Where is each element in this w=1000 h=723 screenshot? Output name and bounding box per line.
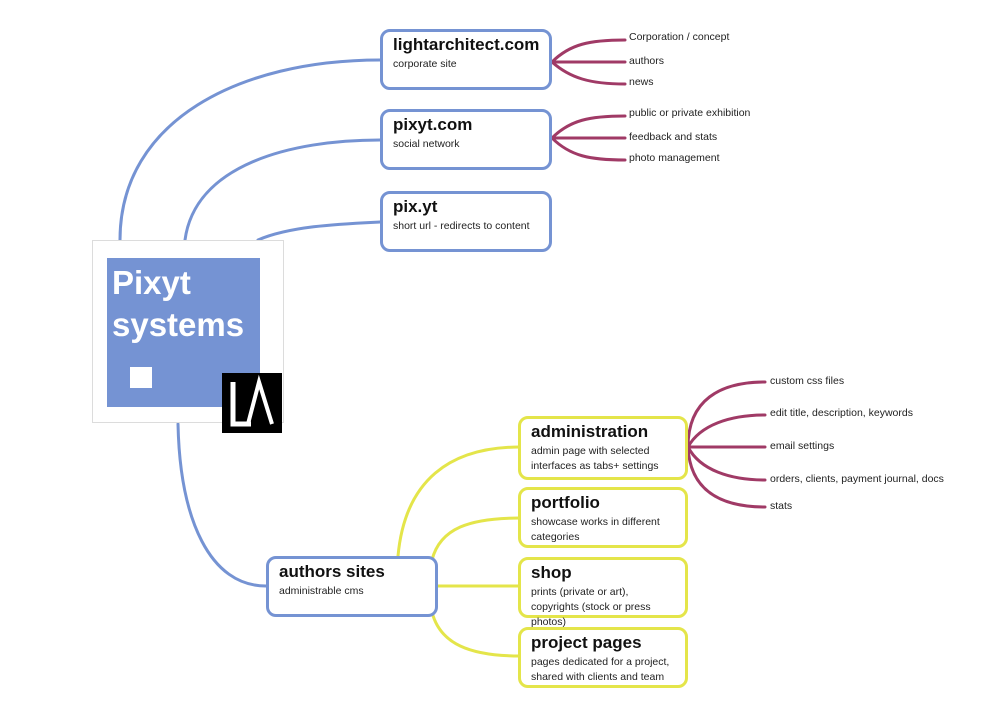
central-title-line1: Pixyt (112, 264, 191, 301)
node-administration[interactable]: administration admin page with selected … (518, 416, 688, 480)
link-px-leaf-1 (550, 114, 627, 140)
link-central-authors (176, 422, 268, 588)
leaf-feedback-stats: feedback and stats (629, 131, 718, 143)
leaf-orders-clients: orders, clients, payment journal, docs (770, 473, 944, 485)
node-title: project pages (531, 633, 642, 652)
node-project-pages[interactable]: project pages pages dedicated for a proj… (518, 627, 688, 688)
link-authors-portfolio (430, 516, 522, 562)
node-description: pages dedicated for a project, shared wi… (531, 656, 670, 683)
leaf-photo-management: photo management (629, 152, 720, 164)
link-admin-leaf-4 (686, 445, 767, 482)
node-lightarchitect[interactable]: lightarchitect.com corporate site (380, 29, 552, 90)
node-title: portfolio (531, 493, 600, 512)
node-description: prints (private or art), copyrights (sto… (531, 586, 651, 628)
link-central-pixyt-short (256, 220, 382, 242)
central-title-line2: systems (112, 306, 245, 343)
node-description: corporate site (393, 58, 457, 70)
leaf-corporation-concept: Corporation / concept (629, 31, 730, 43)
link-px-leaf-3 (550, 136, 627, 162)
link-central-pixyt (183, 138, 382, 242)
leaf-email-settings: email settings (770, 440, 835, 452)
node-title: administration (531, 422, 649, 441)
node-title: shop (531, 563, 572, 582)
node-authors-sites[interactable]: authors sites administrable cms (266, 556, 438, 617)
node-description: administrable cms (279, 585, 364, 597)
la-logo-icon (222, 373, 282, 433)
leaf-news: news (629, 76, 654, 88)
leaf-edit-title: edit title, description, keywords (770, 407, 913, 419)
node-title: lightarchitect.com (393, 35, 540, 54)
node-pix-yt[interactable]: pix.yt short url - redirects to content (380, 191, 552, 252)
leaf-public-private-exhibition: public or private exhibition (629, 107, 751, 119)
link-admin-leaf-5 (686, 445, 767, 509)
leaf-custom-css: custom css files (770, 375, 845, 387)
link-authors-administration (396, 445, 522, 558)
leaf-stats: stats (770, 500, 793, 512)
link-admin-leaf-1 (686, 380, 767, 449)
node-description: admin page with selected interfaces as t… (531, 445, 659, 472)
node-title: pix.yt (393, 197, 438, 216)
node-portfolio[interactable]: portfolio showcase works in different ca… (518, 487, 688, 548)
node-title: pixyt.com (393, 115, 473, 134)
node-title: authors sites (279, 562, 385, 581)
node-description: short url - redirects to content (393, 220, 530, 232)
central-square-icon (130, 367, 152, 388)
link-la-leaf-3 (550, 60, 627, 86)
node-shop[interactable]: shop prints (private or art), copyrights… (518, 557, 688, 628)
link-authors-project-pages (430, 610, 522, 658)
leaf-authors: authors (629, 55, 665, 67)
link-central-lightarchitect (118, 58, 382, 242)
node-description: social network (393, 138, 460, 150)
node-pixyt-com[interactable]: pixyt.com social network (380, 109, 552, 170)
link-admin-leaf-2 (686, 413, 767, 449)
node-description: showcase works in different categories (531, 516, 660, 543)
link-la-leaf-1 (550, 38, 627, 64)
central-title: Pixyt systems (112, 262, 262, 346)
